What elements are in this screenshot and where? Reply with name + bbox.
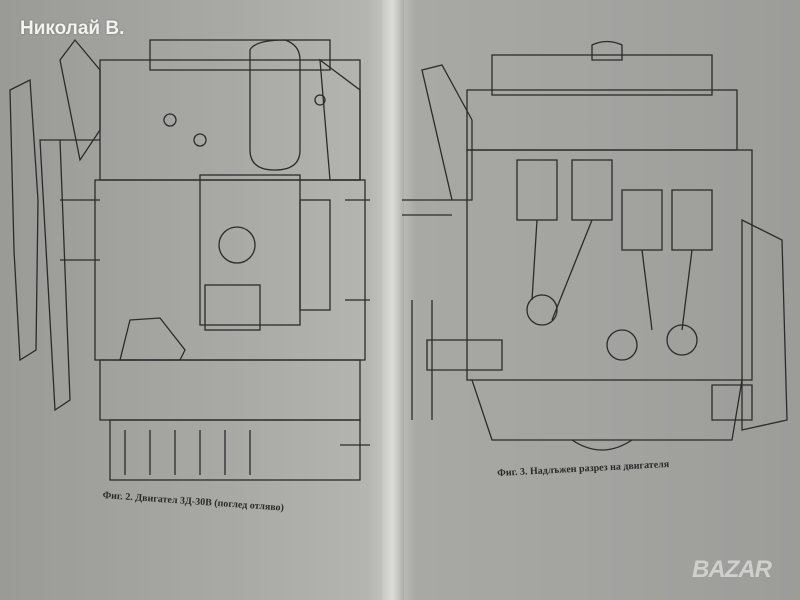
left-page: Фиг. 2. Двигател 3Д-30В (поглед отляво)	[0, 0, 392, 600]
engine-section-drawing	[402, 40, 788, 451]
right-page: Фиг. 3. Надлъжен разрез на двигателя	[392, 0, 800, 600]
author-watermark: Николай В.	[20, 18, 125, 39]
bazar-logo: BAZAR	[692, 556, 772, 583]
engine-side-view-drawing	[9, 38, 370, 481]
book-gutter	[382, 0, 404, 600]
